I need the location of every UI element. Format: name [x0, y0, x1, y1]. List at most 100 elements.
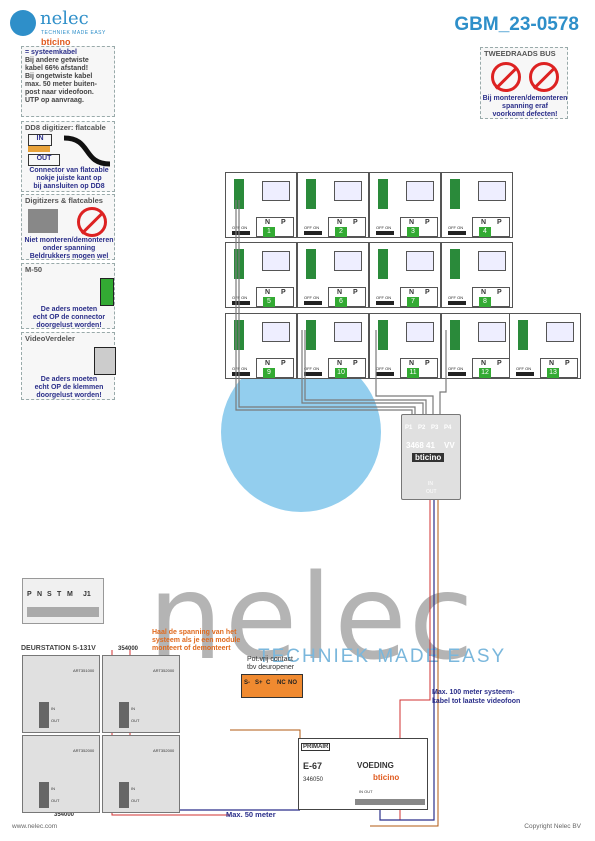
- np-n: N: [337, 360, 343, 367]
- footer-copyright: Copyright Nelec BV: [524, 823, 581, 830]
- np-p: P: [353, 289, 358, 296]
- contact-terminal: S-: [244, 680, 250, 686]
- np-p: P: [565, 360, 570, 367]
- np-n: N: [409, 219, 415, 226]
- termination-switch[interactable]: [232, 372, 250, 376]
- termination-switch[interactable]: [232, 301, 250, 305]
- distributor-out: OUT: [426, 489, 437, 495]
- no-plug-icon: [491, 62, 521, 92]
- distributor-port: P4: [444, 425, 452, 431]
- videophone-number: 12: [479, 368, 491, 378]
- np-n: N: [549, 360, 555, 367]
- screen-icon: [546, 322, 574, 342]
- screen-icon: [478, 322, 506, 342]
- terminal-block-icon: [450, 179, 460, 209]
- videoverdeler-title: VideoVerdeler: [25, 334, 75, 343]
- np-n: N: [409, 360, 415, 367]
- np-p: P: [353, 219, 358, 226]
- screen-icon: [334, 322, 362, 342]
- screen-icon: [406, 181, 434, 201]
- np-n: N: [409, 289, 415, 296]
- cable-note-line: max. 50 meter buiten-: [25, 81, 97, 88]
- contact-terminal: NO: [288, 680, 297, 686]
- digitizers-note-line: onder spanning: [42, 245, 96, 252]
- termination-switch[interactable]: [232, 231, 250, 235]
- distributor-port: P1: [405, 425, 413, 431]
- screen-icon: [406, 251, 434, 271]
- contact-terminal: C: [266, 680, 271, 686]
- np-p: P: [353, 360, 358, 367]
- distributor-brand: bticino: [412, 453, 445, 462]
- module-out: OUT: [131, 718, 140, 723]
- doorstation-terminal: N: [37, 591, 43, 598]
- psu-brand: bticino: [373, 773, 400, 782]
- terminal-block-icon: [450, 249, 460, 279]
- bus-note-line: voorkomt defecten!: [492, 111, 558, 118]
- m50-connector-icon: [100, 278, 114, 306]
- doorstation-article-bottom: 354000: [54, 812, 75, 818]
- termination-switch[interactable]: [376, 231, 394, 235]
- np-n: N: [265, 360, 271, 367]
- screen-icon: [262, 322, 290, 342]
- psu-primair: PRIMAIR: [301, 743, 331, 751]
- logo-tagline: TECHNIEK MADE EASY: [41, 30, 106, 36]
- contact-note-line: tbv deuropener: [247, 664, 295, 671]
- doorstation-terminal: P: [27, 591, 32, 598]
- watermark-tagline: TECHNIEK MADE EASY: [258, 646, 507, 667]
- terminal-block-icon: [378, 320, 388, 350]
- termination-switch[interactable]: [304, 231, 322, 235]
- np-p: P: [425, 219, 430, 226]
- logo-brand: bticino: [41, 37, 71, 47]
- videophone-number: 7: [407, 297, 419, 307]
- contact-terminal: S+: [255, 680, 263, 686]
- np-p: P: [425, 289, 430, 296]
- switch-label: OFF ON: [304, 295, 320, 300]
- termination-switch[interactable]: [304, 372, 322, 376]
- termination-switch[interactable]: [448, 301, 466, 305]
- np-p: P: [497, 289, 502, 296]
- flatcable-icon: [63, 135, 111, 167]
- terminal-block-icon: [450, 320, 460, 350]
- max-system-line: Max. 100 meter systeem-: [432, 689, 515, 696]
- np-n: N: [337, 219, 343, 226]
- doorstation-jumper: J1: [83, 591, 91, 598]
- np-n: N: [481, 289, 487, 296]
- doorstation-article-top: 354000: [118, 646, 139, 652]
- module-code: ART351000: [73, 668, 95, 673]
- switch-label: OFF ON: [376, 366, 392, 371]
- cable-note-line: Bij andere getwiste: [25, 57, 89, 64]
- watermark-text: nelec: [148, 548, 476, 686]
- max-system-note: Max. 100 meter systeem-kabel tot laatste…: [432, 688, 520, 706]
- digitizers-note-line: Niet monteren/demonteren: [24, 237, 114, 244]
- termination-switch[interactable]: [376, 372, 394, 376]
- cable-note-line: post naar videofoon.: [25, 89, 94, 96]
- termination-switch[interactable]: [376, 301, 394, 305]
- videoverdeler-note-line: De aders moeten: [40, 376, 98, 383]
- np-n: N: [481, 360, 487, 367]
- switch-label: OFF ON: [516, 366, 532, 371]
- terminal-block-icon: [306, 179, 316, 209]
- dd8-note-line: bij aansluiten op DD8: [33, 183, 105, 190]
- termination-switch[interactable]: [448, 231, 466, 235]
- termination-switch[interactable]: [516, 372, 534, 376]
- cable-note-line: UTP op aanvraag.: [25, 97, 85, 104]
- module-in: IN: [131, 786, 135, 791]
- flatcable-connector-icon: [119, 702, 129, 728]
- videophone-number: 11: [407, 368, 419, 378]
- termination-switch[interactable]: [304, 301, 322, 305]
- digitizers-note-panel: Digitizers & flatcables Niet monteren/de…: [21, 194, 115, 260]
- termination-switch[interactable]: [448, 372, 466, 376]
- screen-icon: [406, 322, 434, 342]
